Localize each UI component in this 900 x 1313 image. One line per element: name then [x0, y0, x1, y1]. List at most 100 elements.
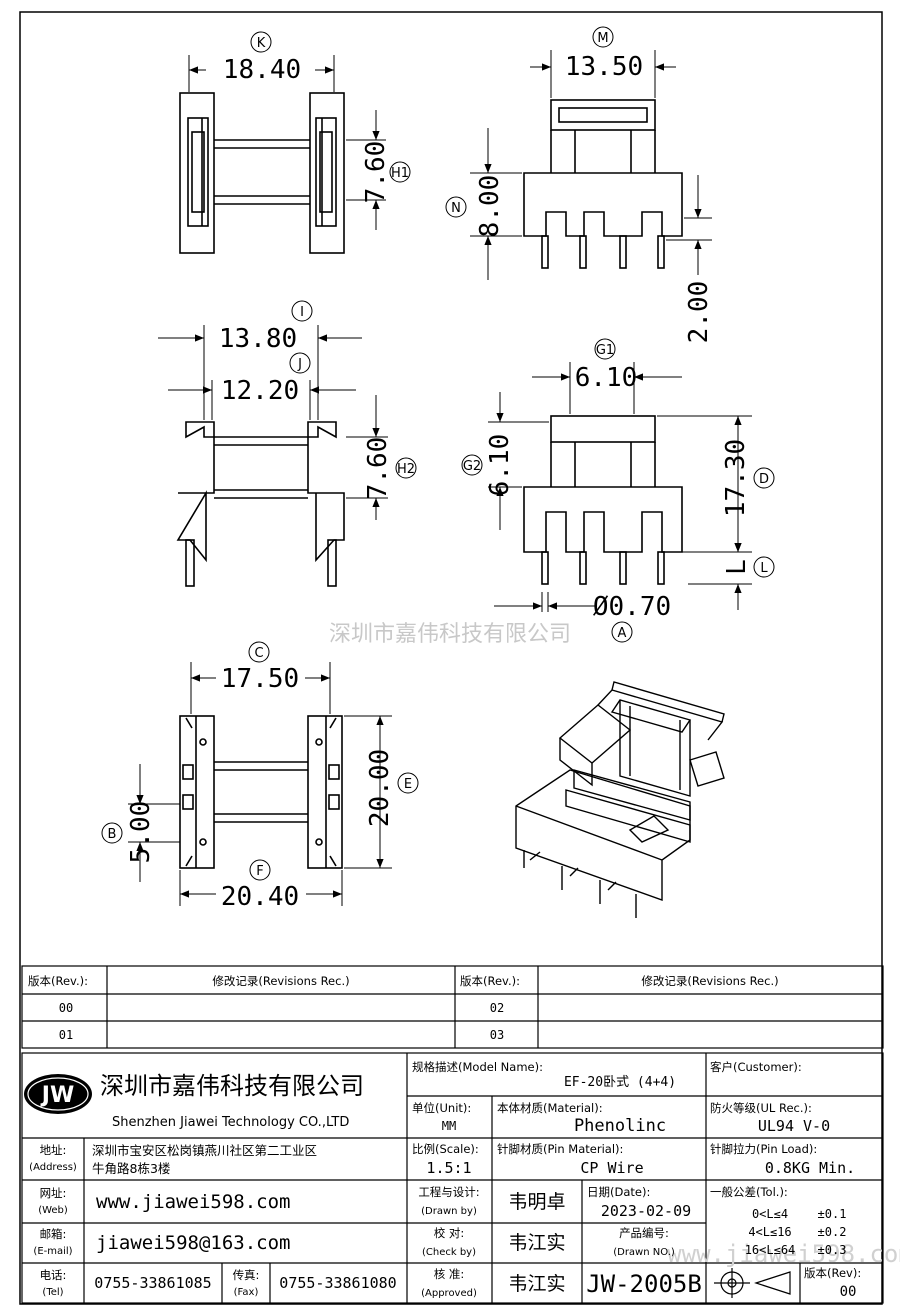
- fax-label: 传真:: [233, 1268, 260, 1282]
- tol-value-0: ±0.1: [818, 1207, 847, 1221]
- dim-j: 12.20: [221, 376, 299, 406]
- bubble-l: L: [760, 561, 768, 576]
- pin-load-label: 针脚拉力(Pin Load):: [710, 1142, 817, 1156]
- bubble-i: I: [300, 305, 304, 320]
- dim-m: 13.50: [565, 52, 643, 82]
- email-label-en: (E-mail): [33, 1246, 72, 1257]
- logo-text: JW: [40, 1083, 74, 1108]
- bubble-m: M: [597, 31, 608, 46]
- rev-label: 版本(Rev):: [804, 1266, 861, 1280]
- dim-k-lines: [188, 55, 386, 230]
- bubble-j: J: [297, 357, 302, 372]
- approved-label: 核 准:: [434, 1267, 465, 1281]
- dim-c-lines: [128, 662, 392, 906]
- tel-label-en: (Tel): [42, 1287, 63, 1298]
- date-value: 2023-02-09: [601, 1202, 691, 1220]
- drawn-label-en: (Drawn by): [421, 1206, 477, 1217]
- dim-k: 18.40: [223, 55, 301, 85]
- rev-row-0-right: 02: [490, 1001, 504, 1015]
- address-label-en: (Address): [29, 1162, 77, 1173]
- unit-value: MM: [442, 1119, 456, 1133]
- bubble-b: B: [108, 827, 117, 842]
- address-line2: 牛角路8栋3楼: [92, 1161, 170, 1176]
- material-label: 本体材质(Material):: [497, 1101, 603, 1115]
- dim-l: L: [722, 559, 752, 575]
- bubble-n: N: [451, 201, 461, 216]
- watermark: 深圳市嘉伟科技有限公司: [329, 622, 571, 647]
- bubble-h1: H1: [391, 166, 409, 181]
- bubble-d: D: [759, 472, 769, 487]
- revision-table-grid: [21, 965, 884, 1049]
- projection-symbol-icon: [714, 1268, 791, 1298]
- dim-a: Ø0.70: [593, 592, 671, 622]
- drawn-no-label-en: (Drawn NO.): [613, 1247, 675, 1258]
- address-label: 地址:: [40, 1143, 67, 1157]
- dim-g2: 6.10: [485, 434, 515, 497]
- title-block-grid: [21, 1052, 884, 1304]
- tol-value-2: ±0.3: [818, 1243, 847, 1257]
- check-label-en: (Check by): [422, 1247, 476, 1258]
- dim-m-lines: [470, 50, 712, 280]
- dim-n: 8.00: [475, 175, 505, 238]
- customer-label: 客户(Customer):: [710, 1060, 802, 1074]
- drawn-label: 工程与设计:: [418, 1185, 479, 1199]
- pin-material-value: CP Wire: [580, 1159, 643, 1177]
- ul-value: UL94 V-0: [758, 1117, 830, 1135]
- tel-label: 电话:: [40, 1268, 67, 1282]
- dim-h1: 7.60: [361, 141, 391, 204]
- drawing-border: [19, 11, 883, 1305]
- date-label: 日期(Date):: [587, 1185, 650, 1199]
- material-value: Phenolinc: [574, 1116, 666, 1136]
- check-label: 校 对:: [434, 1226, 465, 1240]
- tol-label: 一般公差(Tol.):: [710, 1185, 788, 1199]
- jw-logo: [24, 1074, 92, 1114]
- isometric-view: [515, 681, 725, 918]
- fax-label-en: (Fax): [234, 1287, 259, 1298]
- dim-d: 17.30: [721, 439, 751, 517]
- bubble-h2: H2: [397, 462, 415, 477]
- rev-row-1-right: 03: [490, 1028, 504, 1042]
- fax-number: 0755-33861080: [279, 1274, 396, 1292]
- revision-table: 版本(Rev.): 修改记录(Revisions Rec.) 版本(Rev.):…: [28, 974, 779, 1042]
- bubble-k: K: [257, 36, 266, 51]
- watermark-url: www.jiawei598.com: [667, 1240, 900, 1268]
- rev-header-right: 版本(Rev.):: [460, 974, 520, 988]
- unit-label: 单位(Unit):: [412, 1101, 471, 1115]
- rev-value: 00: [840, 1284, 857, 1300]
- dim-g1: 6.10: [575, 363, 638, 393]
- bubble-g2: G2: [463, 459, 481, 474]
- bubble-c: C: [254, 646, 263, 661]
- pin-load-value: 0.8KG Min.: [765, 1159, 855, 1177]
- dim-b: 5.00: [126, 801, 156, 864]
- bubble-f: F: [256, 864, 263, 879]
- tel-number: 0755-33861085: [94, 1274, 211, 1292]
- dim-i-lines: [158, 325, 388, 520]
- web-label-en: (Web): [38, 1205, 68, 1216]
- rec-header-right: 修改记录(Revisions Rec.): [641, 974, 778, 988]
- drawing-number: JW-2005B: [586, 1270, 702, 1298]
- pin-material-label: 针脚材质(Pin Material):: [497, 1142, 623, 1156]
- model-label: 规格描述(Model Name):: [412, 1060, 543, 1074]
- dimension-labels: K 18.40 M 13.50 7.60 H1 N 8.00 2.00 I 13…: [101, 26, 775, 912]
- title-block: JW 深圳市嘉伟科技有限公司 Shenzhen Jiawei Technolog…: [24, 1060, 861, 1300]
- dim-f: 20.40: [221, 882, 299, 912]
- company-name-cn: 深圳市嘉伟科技有限公司: [100, 1072, 364, 1100]
- email-label: 邮箱:: [40, 1227, 67, 1241]
- bottom-view: [179, 715, 343, 869]
- rev-header-left: 版本(Rev.):: [28, 974, 88, 988]
- tol-range-0: 0<L≤4: [752, 1207, 788, 1221]
- scale-value: 1.5:1: [426, 1159, 471, 1177]
- tol-range-2: 16<L≤64: [745, 1243, 796, 1257]
- approved-label-en: (Approved): [421, 1288, 477, 1299]
- address-line1: 深圳市宝安区松岗镇燕川社区第二工业区: [92, 1143, 317, 1158]
- company-name-en: Shenzhen Jiawei Technology CO.,LTD: [112, 1115, 349, 1130]
- web-label: 网址:: [40, 1186, 67, 1200]
- front-view: [523, 99, 683, 269]
- model-name: EF-20卧式 (4+4): [564, 1075, 676, 1090]
- bubble-a: A: [618, 626, 627, 641]
- dim-e: 20.00: [365, 749, 395, 827]
- dim-i: 13.80: [219, 324, 297, 354]
- front-view-2: [523, 415, 683, 585]
- rec-header-left: 修改记录(Revisions Rec.): [212, 974, 349, 988]
